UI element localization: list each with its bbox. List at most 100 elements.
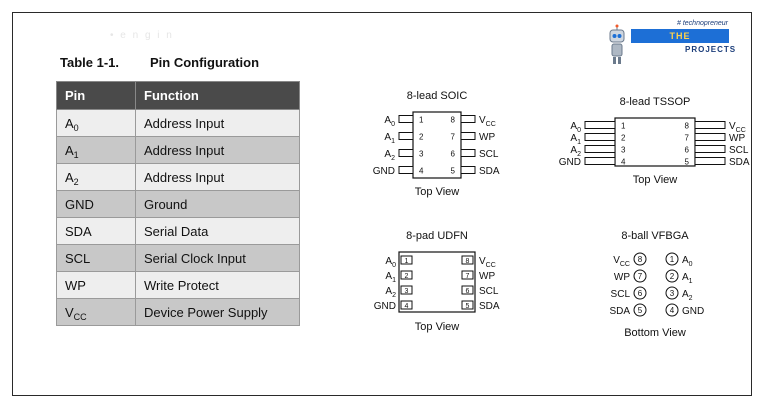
udfn-pin-label-left-sub: 2 [392, 292, 396, 299]
tssop-lead-right [694, 145, 726, 153]
logo-band: THE ENGINEERING [631, 29, 729, 55]
tssop-pin-label-right-text: SCL [729, 145, 749, 156]
udfn-pin-label-left-sub: 1 [392, 277, 396, 284]
vfbga-ball-left [633, 252, 647, 266]
tssop-pin-label-left-sub: 1 [577, 139, 581, 146]
vfbga-pin-label-left: WP [614, 272, 630, 283]
udfn-pin-label-right: SCL [479, 286, 499, 297]
soic-pin-label-left-sub: 1 [391, 138, 395, 145]
soic-pin-label-left-text: A [384, 115, 391, 126]
udfn-pin-label-left: GND [374, 301, 396, 312]
soic-pin-label-left-text: A [384, 149, 391, 160]
tssop-lead-left [584, 121, 616, 129]
function-cell: Write Protect [135, 271, 300, 299]
pin-name: SCL [65, 250, 91, 266]
pin-name: A [65, 142, 74, 158]
pin-cell: A2 [56, 163, 136, 191]
pin-subscript: 0 [73, 122, 79, 133]
tssop-pin-number-left: 1 [621, 122, 626, 131]
pin-cell: A0 [56, 109, 136, 137]
vfbga-pin-label-right-text: GND [682, 306, 704, 317]
udfn-pad-left [400, 300, 413, 310]
vfbga-ball-right [665, 252, 679, 266]
soic-pin-number-right: 6 [451, 150, 456, 159]
vfbga-ball-left [633, 286, 647, 300]
function-cell: Address Input [135, 136, 300, 164]
vfbga-pin-label-left: SCL [611, 289, 631, 300]
soic-pin-number-left: 3 [419, 150, 424, 159]
vfbga-ball-left [633, 269, 647, 283]
tssop-lead-right [694, 133, 726, 141]
tssop-pin-number-right: 7 [685, 134, 690, 143]
udfn-pin-label-right-sub: CC [486, 262, 496, 269]
vfbga-pin-label-left-text: SDA [609, 306, 630, 317]
soic-pin-label-left-sub: 0 [391, 121, 395, 128]
udfn-pin-label-left-text: A [385, 271, 392, 282]
soic-body [412, 111, 462, 179]
tssop-pin-label-left-text: A [570, 145, 577, 156]
engineering-projects-logo: # technopreneur THE ENGINEERING PROJECTS [605, 20, 735, 68]
tssop-view-label: Top View [633, 174, 677, 186]
soic-pin-label-right: SCL [479, 149, 499, 160]
soic-pin-label-right: SDA [479, 166, 500, 177]
soic-pin-label-left: A1 [384, 132, 395, 145]
function-cell: Ground [135, 190, 300, 218]
vfbga-view-label: Bottom View [624, 327, 686, 339]
table-header-row: Pin Function [56, 81, 300, 110]
udfn-pad-right [461, 270, 474, 280]
pin-name: WP [65, 277, 86, 293]
tssop-pin-number-right: 5 [685, 158, 690, 167]
udfn-pad-number-left: 3 [405, 288, 409, 295]
soic-lead-right [460, 115, 476, 123]
pin-subscript: 1 [73, 149, 79, 160]
soic-pin-label-right-text: SDA [479, 166, 500, 177]
function-cell: Serial Clock Input [135, 244, 300, 272]
tssop-lead-right [694, 121, 726, 129]
soic-lead-left [398, 166, 414, 174]
vfbga-pin-label-left-text: V [613, 255, 620, 266]
vfbga-ball-number-left: 7 [638, 272, 643, 281]
udfn-pin-label-left-text: A [385, 256, 392, 267]
vfbga-pin-label-right-text: A [682, 255, 689, 266]
logo-the: THE [669, 31, 691, 41]
soic-pin-number-left: 1 [419, 116, 424, 125]
logo-tagline: # technopreneur [677, 20, 728, 27]
soic-pin-number-left: 2 [419, 133, 424, 142]
udfn-pin-label-right: SDA [479, 301, 500, 312]
tssop-pin-label-left: A1 [570, 133, 581, 146]
udfn-pad-number-right: 8 [466, 258, 470, 265]
udfn-pad-number-left: 4 [405, 303, 409, 310]
udfn-pad-number-left: 1 [405, 258, 409, 265]
pin-cell: WP [56, 271, 136, 299]
pin-name: SDA [65, 223, 92, 239]
pin-cell: A1 [56, 136, 136, 164]
tssop-pin-label-left: A2 [570, 145, 581, 158]
udfn-pin-label-left: A1 [385, 271, 396, 284]
faint-watermark: • e n g i n [110, 30, 174, 41]
soic-lead-left [398, 132, 414, 140]
udfn-pin-label-left: A0 [385, 256, 396, 269]
soic-pin-label-left: A2 [384, 149, 395, 162]
pin-name: V [65, 304, 74, 320]
vfbga-ball-number-left: 8 [638, 255, 643, 264]
tssop-pin-label-left: GND [559, 157, 581, 168]
tssop-pin-label-right: SDA [729, 157, 750, 168]
soic-pin-label-left: A0 [384, 115, 395, 128]
udfn-pin-label-right: WP [479, 271, 495, 282]
tssop-body [614, 117, 696, 167]
table-row: WP Write Protect [56, 271, 300, 299]
tssop-lead-left [584, 145, 616, 153]
header-function: Function [135, 81, 300, 110]
udfn-pin-label-left-text: A [385, 286, 392, 297]
logo-engineering: ENGINEERING [642, 45, 717, 55]
vfbga-pin-label-right-sub: 0 [689, 261, 693, 268]
tssop-lead-right [694, 157, 726, 165]
pin-subscript: 2 [73, 176, 79, 187]
udfn-pin-label-right-text: SCL [479, 286, 499, 297]
soic-view-label: Top View [415, 186, 459, 198]
